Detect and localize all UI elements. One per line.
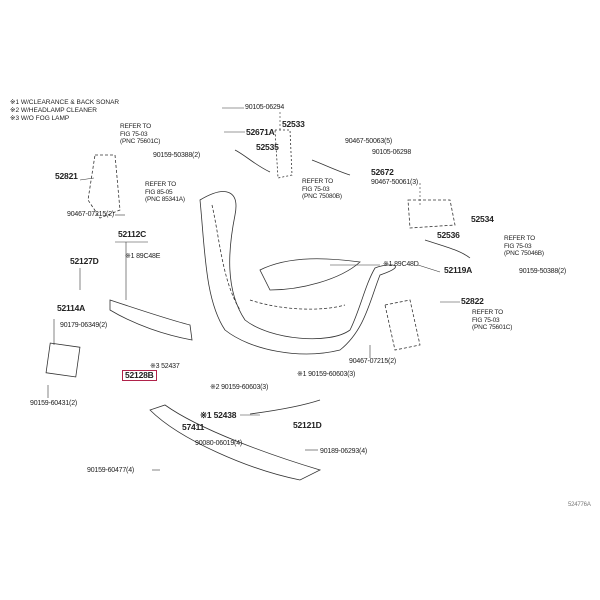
- ref-line: (PNC 75601C): [472, 324, 513, 331]
- part-label[interactable]: ※1 52438: [200, 410, 237, 420]
- side-bracket-left: [87, 154, 121, 219]
- part-label[interactable]: ※3 52437: [150, 363, 180, 370]
- lower-rail: [249, 399, 321, 415]
- footnotes: ※1 W/CLEARANCE & BACK SONAR ※2 W/HEADLAM…: [10, 99, 119, 123]
- side-bracket-right: [384, 299, 421, 351]
- license-bracket: [45, 342, 81, 378]
- ref-line: (PNC 85341A): [145, 196, 185, 203]
- part-label[interactable]: 52533: [282, 119, 305, 129]
- part-label[interactable]: 90159-50388(2): [153, 152, 201, 159]
- upper-brackets: [234, 129, 471, 259]
- part-label[interactable]: 52821: [55, 171, 78, 181]
- part-label[interactable]: 90467-07215(2): [67, 211, 115, 218]
- part-label[interactable]: 90467-07215(2): [349, 358, 397, 365]
- part-label[interactable]: 90467-50061(3): [371, 179, 419, 186]
- ref-line: FIG 85-05: [145, 188, 173, 196]
- ref-line: (PNC 75080B): [302, 193, 342, 200]
- part-label[interactable]: 90159-60431(2): [30, 400, 78, 407]
- ref-line: REFER TO: [120, 123, 152, 130]
- part-label[interactable]: 90105-06294: [245, 104, 285, 111]
- part-label-highlighted[interactable]: 52128B: [122, 370, 157, 381]
- diagram-id: 524776A: [568, 502, 591, 508]
- part-label[interactable]: ※1 90159-60603(3): [297, 371, 356, 378]
- part-label[interactable]: 52536: [437, 230, 460, 240]
- part-label[interactable]: 52671A: [246, 127, 275, 137]
- part-label[interactable]: 52112C: [118, 229, 147, 239]
- part-label[interactable]: 90159-60477(4): [87, 467, 135, 474]
- part-label[interactable]: 90159-50388(2): [519, 268, 567, 275]
- ref-line: FIG 75-03: [302, 185, 330, 193]
- note-3: ※3 W/O FOG LAMP: [10, 115, 70, 122]
- part-label[interactable]: ※1 89C48D: [383, 261, 419, 268]
- part-label[interactable]: 90080-06019(4): [195, 440, 243, 447]
- note-2: ※2 W/HEADLAMP CLEANER: [10, 107, 97, 114]
- part-label[interactable]: 90467-50063(5): [345, 138, 393, 145]
- ref-line: FIG 75-03: [472, 316, 500, 324]
- ref-line: REFER TO: [145, 181, 177, 188]
- ref-line: REFER TO: [472, 309, 504, 316]
- part-label[interactable]: 52534: [471, 214, 494, 224]
- lower-spoiler: [149, 404, 322, 481]
- part-label[interactable]: 52672: [371, 167, 394, 177]
- part-label[interactable]: 90179-06349(2): [60, 322, 108, 329]
- part-label[interactable]: 90189-06293(4): [320, 448, 368, 455]
- ref-line: FIG 75-03: [120, 130, 148, 138]
- bumper-cover: [199, 191, 396, 355]
- ref-line: (PNC 75601C): [120, 138, 161, 145]
- part-label[interactable]: 90105-06298: [372, 149, 412, 156]
- note-1: ※1 W/CLEARANCE & BACK SONAR: [10, 99, 120, 106]
- ref-line: (PNC 75046B): [504, 250, 544, 257]
- ref-line: FIG 75-03: [504, 242, 532, 250]
- ref-line: REFER TO: [504, 235, 536, 242]
- part-label[interactable]: 52822: [461, 296, 484, 306]
- part-label[interactable]: 52114A: [57, 303, 86, 313]
- part-label[interactable]: 57411: [182, 422, 205, 432]
- part-label[interactable]: ※2 90159-60603(3): [210, 384, 269, 391]
- part-label[interactable]: 52121D: [293, 420, 322, 430]
- leader-lines: [47, 107, 460, 471]
- part-label[interactable]: ※1 89C48E: [125, 253, 161, 260]
- lower-grille: [109, 299, 193, 341]
- part-label[interactable]: 52119A: [444, 265, 473, 275]
- part-label[interactable]: 52127D: [70, 256, 99, 266]
- ref-line: REFER TO: [302, 178, 334, 185]
- part-label[interactable]: 52535: [256, 142, 279, 152]
